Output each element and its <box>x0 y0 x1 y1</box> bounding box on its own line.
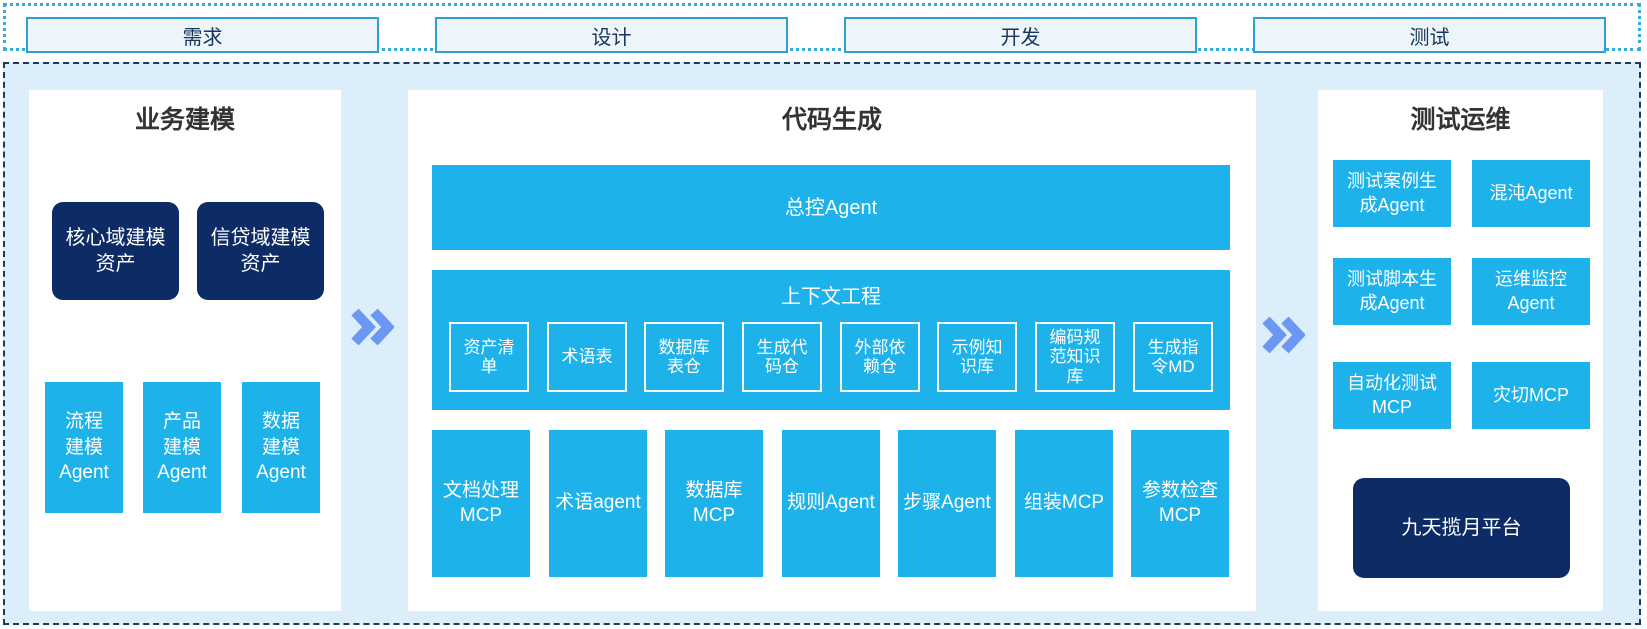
example-kb-node: 示例知 识库 <box>937 322 1017 392</box>
process-modeling-agent-node: 流程 建模 Agent <box>45 382 123 513</box>
coding-standard-kb-node: 编码规 范知识 库 <box>1035 322 1115 392</box>
doc-processing-mcp-node: 文档处理 MCP <box>432 430 530 577</box>
test-script-gen-agent-node: 测试脚本生 成Agent <box>1333 258 1451 325</box>
context-engineering-title: 上下文工程 <box>781 286 881 308</box>
panel-test-ops: 测试运维 测试案例生 成Agent 混沌Agent 测试脚本生 成Agent 运… <box>1318 90 1603 611</box>
code-generation-title: 代码生成 <box>781 106 882 134</box>
gen-instruction-md-node: 生成指 令MD <box>1133 322 1213 392</box>
flow-arrow-icon <box>1262 316 1305 354</box>
master-agent-bar: 总控Agent <box>432 165 1230 250</box>
jiutian-lanyue-platform-node: 九天揽月平台 <box>1353 478 1570 578</box>
ops-monitor-agent-node: 运维监控 Agent <box>1472 258 1590 325</box>
phase-box-requirements: 需求 <box>26 17 379 53</box>
core-domain-asset-node: 核心域建模 资产 <box>52 202 179 300</box>
db-table-repo-node: 数据库 表仓 <box>644 322 724 392</box>
flow-arrow-icon <box>351 308 394 346</box>
chaos-agent-node: 混沌Agent <box>1472 160 1590 227</box>
param-check-mcp-node: 参数检查 MCP <box>1131 430 1229 577</box>
step-agent-node: 步骤Agent <box>898 430 996 577</box>
disaster-switch-mcp-node: 灾切MCP <box>1472 362 1590 429</box>
rule-agent-node: 规则Agent <box>782 430 880 577</box>
auto-test-mcp-node: 自动化测试 MCP <box>1333 362 1451 429</box>
panel-business-modeling: 业务建模 核心域建模 资产 信贷域建模 资产 流程 建模 Agent 产品 建模… <box>29 90 341 611</box>
data-modeling-agent-node: 数据 建模 Agent <box>242 382 320 513</box>
test-case-gen-agent-node: 测试案例生 成Agent <box>1333 160 1451 227</box>
assembly-mcp-node: 组装MCP <box>1015 430 1113 577</box>
business-modeling-title: 业务建模 <box>134 106 235 134</box>
glossary-agent-node: 术语agent <box>549 430 647 577</box>
glossary-node: 术语表 <box>547 322 627 392</box>
context-engineering-box: 上下文工程 资产清 单 术语表 数据库 表仓 生成代 码仓 外部依 赖仓 示例知… <box>432 270 1230 410</box>
test-ops-title: 测试运维 <box>1410 106 1511 134</box>
asset-list-node: 资产清 单 <box>449 322 529 392</box>
phase-strip: 需求 设计 开发 测试 <box>3 3 1641 53</box>
phase-box-testing: 测试 <box>1253 17 1606 53</box>
phase-box-development: 开发 <box>844 17 1197 53</box>
external-deps-node: 外部依 赖仓 <box>840 322 920 392</box>
panel-code-generation: 代码生成 总控Agent 上下文工程 资产清 单 术语表 数据库 表仓 生成代 … <box>408 90 1256 611</box>
gen-code-repo-node: 生成代 码仓 <box>742 322 822 392</box>
credit-domain-asset-node: 信贷域建模 资产 <box>197 202 324 300</box>
phase-box-design: 设计 <box>435 17 788 53</box>
database-mcp-node: 数据库 MCP <box>665 430 763 577</box>
product-modeling-agent-node: 产品 建模 Agent <box>143 382 221 513</box>
